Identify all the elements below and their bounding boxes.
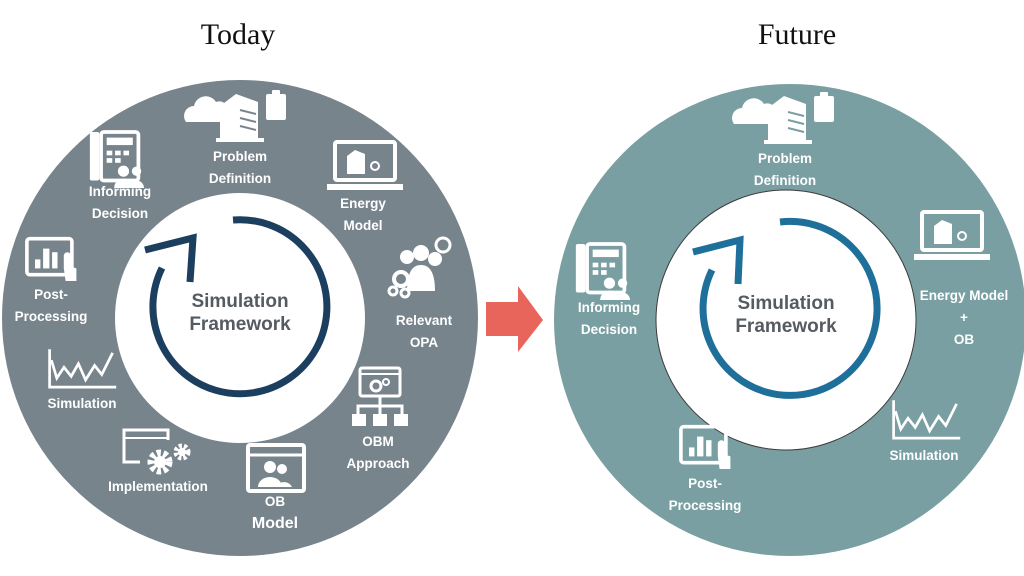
today-diagram bbox=[2, 80, 478, 556]
future-title: Future bbox=[757, 18, 837, 51]
right-arrow-icon bbox=[486, 286, 543, 352]
today-step-simulation: Simulation bbox=[47, 396, 117, 411]
today-cycle-arrow bbox=[149, 216, 331, 398]
today-title: Today bbox=[200, 18, 276, 51]
today-step-implementation: Implementation bbox=[108, 479, 208, 494]
today-inner-circle bbox=[115, 193, 365, 443]
future-cycle-arrowhead bbox=[692, 235, 744, 285]
future-diagram bbox=[554, 84, 1024, 556]
future-step-energy-model-ob: Energy Model+OB bbox=[919, 288, 1009, 347]
today-cycle-arrowhead bbox=[144, 233, 197, 283]
future-cycle-arrow bbox=[699, 217, 881, 399]
future-step-simulation: Simulation bbox=[889, 448, 959, 463]
future-inner-circle bbox=[655, 189, 917, 451]
future-step-post-processing: Post-Processing bbox=[668, 476, 742, 513]
today-step-post-processing: Post-Processing bbox=[14, 287, 88, 324]
